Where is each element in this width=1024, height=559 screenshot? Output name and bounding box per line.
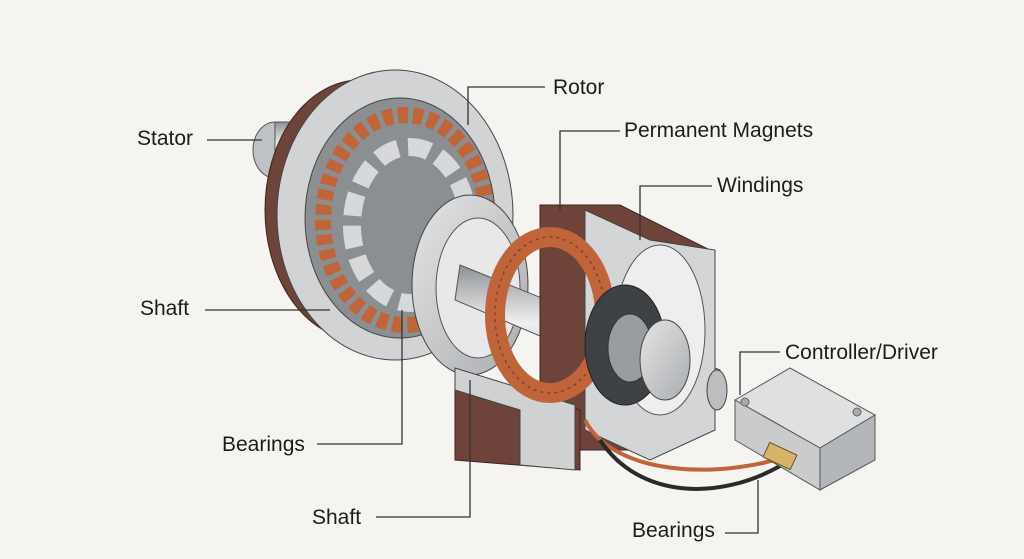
label-stator: Stator xyxy=(137,127,194,150)
black-cable xyxy=(598,438,781,491)
leader-bearings-bottom xyxy=(725,480,759,534)
label-windings: Windings xyxy=(717,174,804,197)
label-shaft-bottom: Shaft xyxy=(312,506,362,529)
leader-controller xyxy=(739,351,780,395)
label-rotor: Rotor xyxy=(553,76,605,99)
leader-permanent-magnets xyxy=(559,130,620,210)
copper-cable xyxy=(583,419,776,472)
leader-bearings-left xyxy=(317,310,403,445)
label-controller: Controller/Driver xyxy=(785,341,938,364)
label-shaft-left: Shaft xyxy=(140,297,190,320)
label-bearings-left: Bearings xyxy=(222,433,305,456)
leader-windings xyxy=(639,185,712,240)
shaft-end xyxy=(706,369,728,411)
label-permanent-magnets: Permanent Magnets xyxy=(624,119,814,142)
leader-lines xyxy=(205,86,780,534)
leader-rotor xyxy=(467,86,545,125)
label-bearings-bottom: Bearings xyxy=(632,519,715,542)
leader-shaft-bottom xyxy=(376,380,471,518)
controller-box xyxy=(733,367,877,491)
end-flange xyxy=(584,284,691,406)
